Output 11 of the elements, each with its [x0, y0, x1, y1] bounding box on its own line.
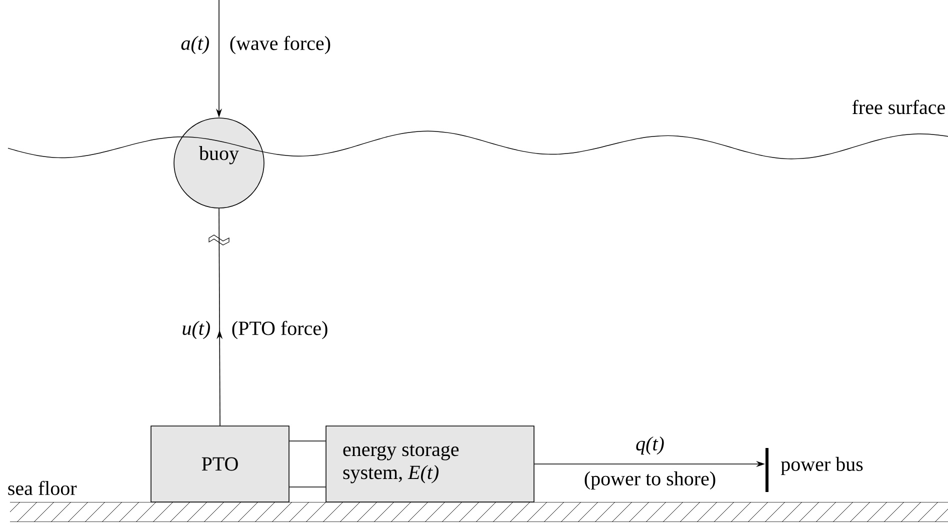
text-label: (wave force) [230, 36, 330, 54]
edge-label: a(t) [180, 34, 211, 56]
text-label: free surface [852, 100, 945, 114]
edge-label: q(t) [634, 435, 666, 456]
block-box: PTO [150, 426, 290, 502]
text-label: (power to shore) [584, 471, 716, 490]
text-label: (PTO force) [232, 320, 328, 340]
block-box: energy storage system, E(t) [326, 426, 534, 502]
edge-label: u(t) [180, 320, 212, 340]
bus-label: power bus [780, 456, 863, 476]
text-label: sea floor [8, 480, 77, 496]
